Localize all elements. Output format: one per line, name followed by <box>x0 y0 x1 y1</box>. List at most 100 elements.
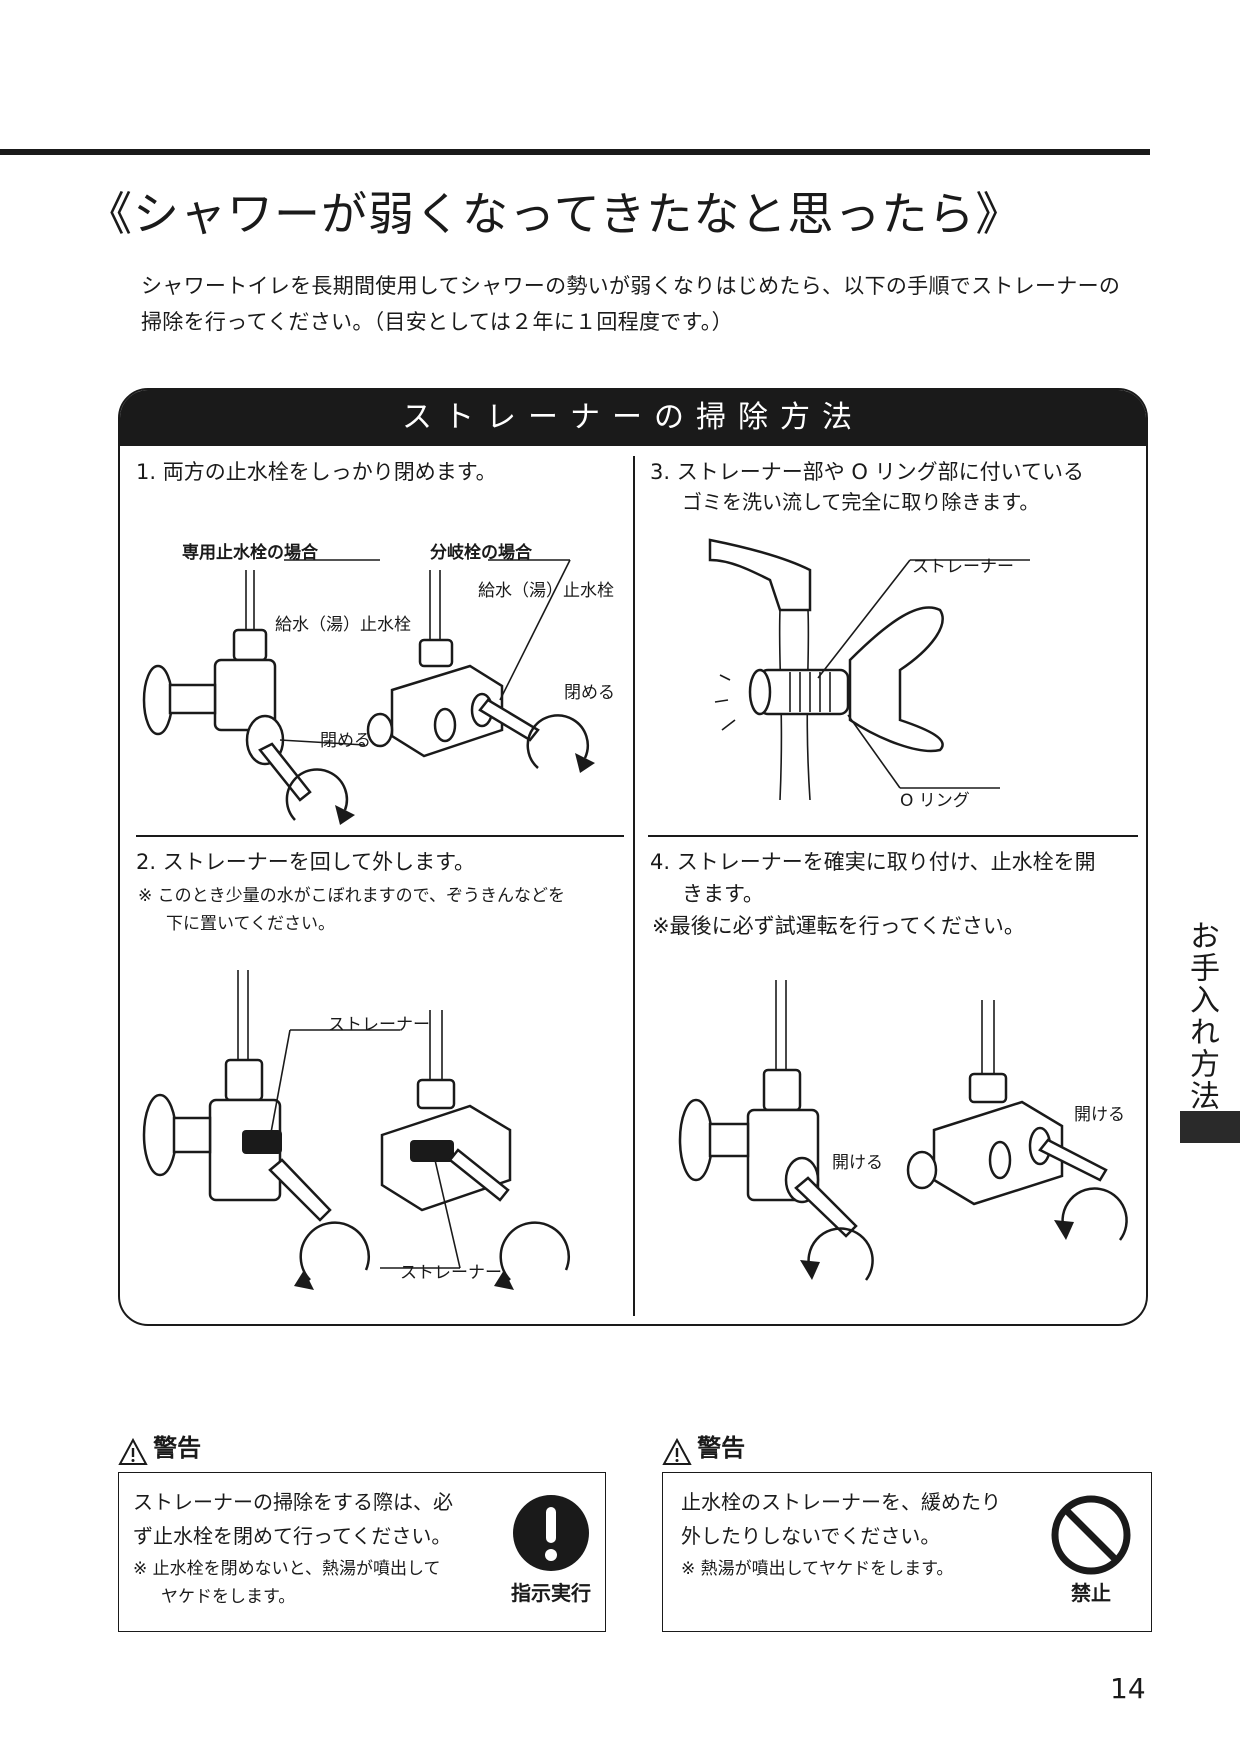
step1-callout-valve-b: 給水（湯）止水栓 <box>478 581 614 601</box>
warning-2-line-2: 外したりしないでください。 <box>681 1524 941 1548</box>
panel-divider-left <box>136 835 624 837</box>
step4-text-line-2: きます。 <box>682 882 764 906</box>
warning-2-line-1: 止水栓のストレーナーを、緩めたり <box>681 1490 1001 1514</box>
warning-1-title: 警告 <box>153 1434 202 1462</box>
arrow-head-b <box>494 1270 514 1290</box>
open-arrow-a <box>807 1227 874 1281</box>
screwdriver <box>258 742 312 802</box>
arrow-head-a <box>294 1270 314 1290</box>
arrow-head-b <box>575 753 595 773</box>
side-tab-label: お手入れ方法 <box>1184 920 1219 1112</box>
close-arrow-b <box>526 714 590 769</box>
step2-note-line-2: 下に置いてください。 <box>166 914 335 934</box>
branch-port <box>988 1140 1012 1180</box>
warning-1-icon-label: 指示実行 <box>511 1581 591 1605</box>
step1-label-branch: 分岐栓の場合 <box>430 543 532 563</box>
step2-note-line-1: ※ このとき少量の水がこぼれますので、ぞうきんなどを <box>138 886 565 906</box>
warning-2-heading: 警告 <box>662 1428 745 1466</box>
warning-2-note-1: ※ 熱湯が噴出してヤケドをします。 <box>681 1559 954 1579</box>
water-splash <box>714 674 736 731</box>
screwdriver <box>448 1148 510 1202</box>
panel-divider-right <box>648 835 1138 837</box>
arrow-head-a <box>800 1260 820 1280</box>
strainer-cleaning-panel: ストレーナーの掃除方法 1. 両方の止水栓をしっかり閉めます。 専用止水栓の場合… <box>118 388 1148 1326</box>
callout-line <box>269 1029 291 1139</box>
warning-2-title: 警告 <box>697 1434 746 1462</box>
wall-flange <box>142 664 174 736</box>
step4-reopen-illustration <box>678 980 1128 1281</box>
screwdriver <box>478 698 540 742</box>
panel-vertical-divider <box>633 456 635 1316</box>
open-arrow-b <box>1061 1187 1128 1241</box>
warning-1-line-2: ず止水栓を閉めて行ってください。 <box>133 1524 452 1548</box>
warning-1-note-1: ※ 止水栓を閉めないと、熱湯が噴出して <box>133 1559 441 1579</box>
step1-valve-illustration <box>142 559 595 825</box>
branch-strainer-removed <box>410 1140 454 1162</box>
intro-line-1: シャワートイレを長期間使用してシャワーの勢いが弱くなりはじめたら、以下の手順でス… <box>141 274 1121 298</box>
warning-triangle-icon <box>662 1437 692 1465</box>
strainer-mesh <box>789 672 831 712</box>
step2-removal-illustration <box>142 970 570 1290</box>
prohibition-icon <box>1051 1495 1131 1575</box>
warning-1-box: ストレーナーの掃除をする際は、必 ず止水栓を閉めて行ってください。 ※ 止水栓を… <box>118 1472 606 1632</box>
strainer-end <box>748 668 772 716</box>
step4-text-line-1: 4. ストレーナーを確実に取り付け、止水栓を開 <box>650 850 1096 874</box>
close-arrow-a <box>285 768 349 821</box>
step1-callout-close-b: 閉める <box>564 683 615 703</box>
strainer-removed <box>242 1130 282 1154</box>
valve-inlet <box>708 1122 750 1158</box>
step3-callout-oring: O リング <box>900 791 970 811</box>
callout-line <box>847 714 901 789</box>
branch-nut <box>418 638 454 668</box>
callout-line <box>817 559 911 679</box>
page-number: 14 <box>1110 1672 1146 1705</box>
step3-text-line-2: ゴミを洗い流して完全に取り除きます。 <box>682 490 1040 514</box>
faucet <box>708 538 812 612</box>
step3-callout-strainer: ストレーナー <box>912 557 1014 577</box>
screwdriver <box>268 1158 332 1222</box>
step4-callout-open-a: 開ける <box>832 1153 883 1173</box>
step1-callout-valve-a: 給水（湯）止水栓 <box>275 615 411 635</box>
step4-callout-open-b: 開ける <box>1074 1105 1125 1125</box>
panel-heading: ストレーナーの掃除方法 <box>120 390 1146 446</box>
arrow-head-b <box>1054 1220 1074 1240</box>
valve-inlet <box>172 1116 212 1154</box>
arrow-head-a <box>335 805 355 825</box>
intro-text: シャワートイレを長期間使用してシャワーの勢いが弱くなりはじめたら、以下の手順でス… <box>141 268 1151 340</box>
wall-flange <box>678 1098 714 1182</box>
warning-1-heading: 警告 <box>118 1428 201 1466</box>
branch-inlet <box>906 1150 938 1190</box>
wall-flange <box>142 1093 178 1177</box>
callout-line <box>499 559 571 701</box>
step1-label-dedicated: 専用止水栓の場合 <box>182 543 318 563</box>
page-title: 《シャワーが弱くなってきたなと思ったら》 <box>86 187 1023 241</box>
branch-inlet <box>366 712 394 748</box>
step1-text: 1. 両方の止水栓をしっかり閉めます。 <box>136 460 497 484</box>
top-rule <box>0 149 1150 155</box>
step3-text-line-1: 3. ストレーナー部や O リング部に付いている <box>650 460 1084 484</box>
callout-line <box>279 739 366 746</box>
warning-2-box: 止水栓のストレーナーを、緩めたり 外したりしないでください。 ※ 熱湯が噴出して… <box>662 1472 1152 1632</box>
strainer-part <box>758 668 850 716</box>
warning-triangle-icon <box>118 1437 148 1465</box>
turn-arrow-a <box>299 1221 370 1281</box>
hand <box>848 606 944 753</box>
valve-nut <box>232 628 268 662</box>
branch-port <box>433 707 457 743</box>
branch-nut <box>416 1078 456 1110</box>
step1-callout-close-a: 閉める <box>320 731 371 751</box>
screwdriver <box>794 1176 858 1238</box>
exclamation-icon <box>513 1495 589 1571</box>
step2-text: 2. ストレーナーを回して外します。 <box>136 850 475 874</box>
warning-1-note-2: ヤケドをします。 <box>161 1587 296 1607</box>
intro-line-2: 掃除を行ってください。（目安としては２年に１回程度です。） <box>141 310 733 334</box>
callout-line <box>434 1159 461 1269</box>
step3-washing-illustration <box>708 538 1030 801</box>
screwdriver <box>1038 1138 1108 1182</box>
valve-inlet <box>168 683 217 715</box>
warning-1-line-1: ストレーナーの掃除をする際は、必 <box>133 1490 453 1514</box>
branch-nut <box>968 1072 1008 1104</box>
valve-nut <box>762 1068 802 1112</box>
step4-note: ※最後に必ず試運転を行ってください。 <box>652 914 1025 938</box>
valve-nut <box>224 1058 264 1102</box>
